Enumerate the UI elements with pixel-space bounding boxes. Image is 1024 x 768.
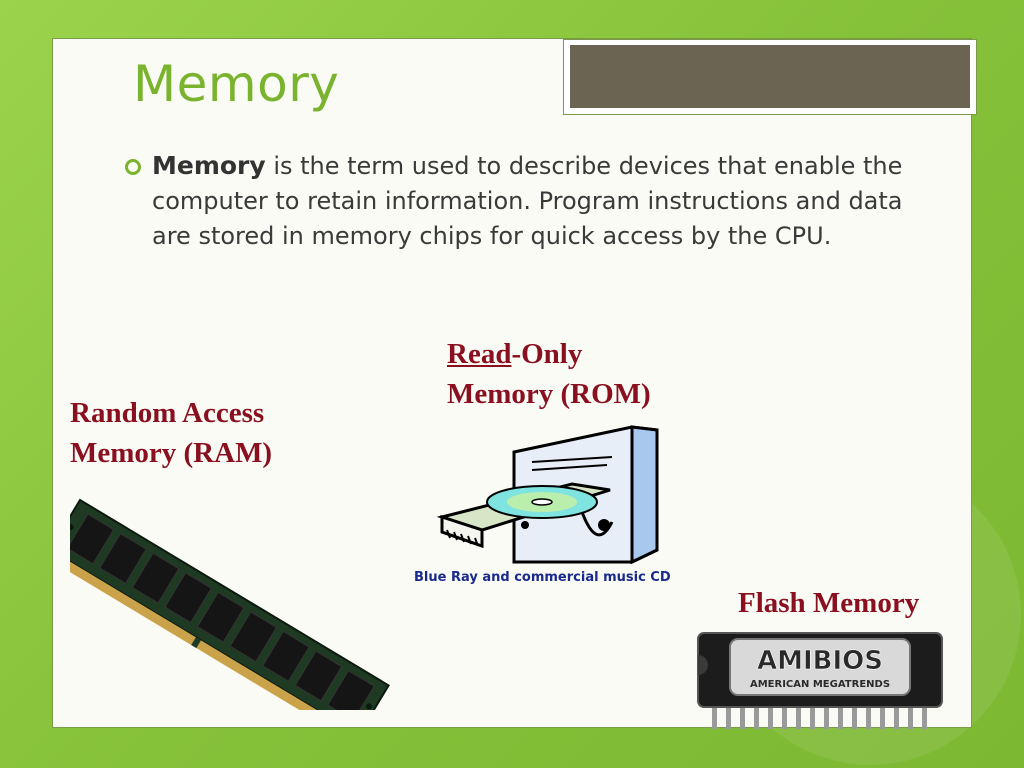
rom-label-rest: -Only [511, 338, 583, 370]
chip-logo-text: AMIBIOS [757, 646, 883, 676]
ram-label-line2: Memory (RAM) [70, 437, 273, 469]
chip-sub-text: AMERICAN MEGATRENDS [750, 679, 890, 690]
cd-caption: Blue Ray and commercial music CD [414, 570, 671, 585]
bullet-point: Memory is the term used to describe devi… [125, 148, 905, 254]
ram-label: Random Access Memory (RAM) [70, 393, 272, 473]
flash-label: Flash Memory [738, 587, 920, 619]
rom-label-line2: Memory (ROM) [447, 378, 651, 410]
bullet-text: Memory is the term used to describe devi… [152, 148, 905, 254]
rom-label: Read-Only Memory (ROM) [447, 334, 651, 414]
bullet-strong: Memory [152, 151, 266, 180]
slide-title: Memory [133, 55, 340, 113]
cd-drive-image [436, 425, 659, 565]
title-tab-panel [570, 45, 970, 108]
bullet-ring-icon [125, 159, 141, 175]
bullet-body: is the term used to describe devices tha… [152, 152, 903, 250]
ram-label-line1: Random Access [70, 397, 265, 429]
title-tab [563, 39, 977, 115]
flash-chip-image: AMIBIOS AMERICAN MEGATRENDS [697, 632, 943, 729]
ram-module-image [70, 498, 390, 710]
rom-label-underlined: Read [447, 338, 512, 370]
